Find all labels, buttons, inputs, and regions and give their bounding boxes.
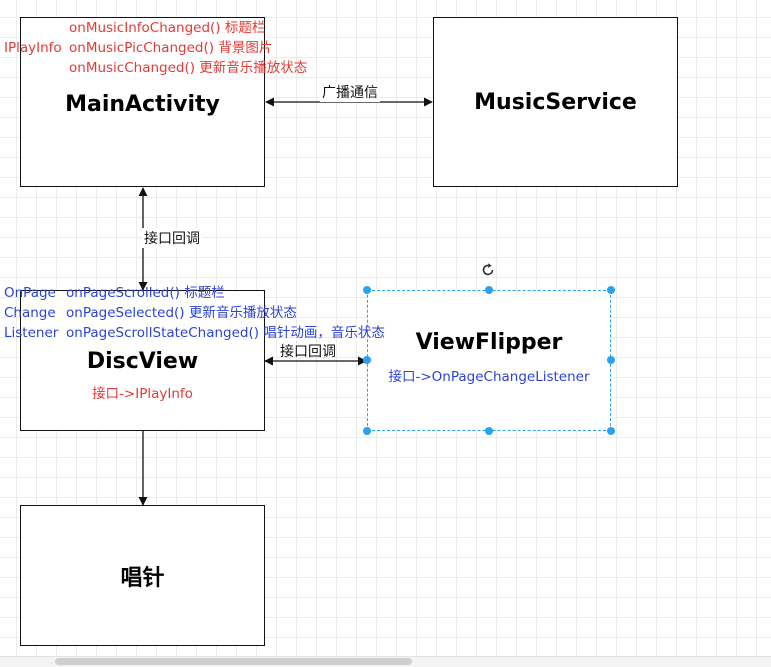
node-disc-view-subtitle: 接口->IPlayInfo	[92, 386, 193, 402]
note-onpagechange-prefix: Listener	[4, 325, 59, 341]
rotate-handle-icon[interactable]	[480, 262, 496, 278]
selection-handle-top-left[interactable]	[363, 286, 371, 294]
node-view-flipper[interactable]: ViewFlipper 接口->OnPageChangeListener	[367, 290, 611, 431]
selection-handle-bottom-right[interactable]	[607, 427, 615, 435]
note-iplayinfo-line: onMusicPicChanged() 背景图片	[69, 40, 273, 56]
selection-handle-top-right[interactable]	[607, 286, 615, 294]
node-disc-view[interactable]: DiscView 接口->IPlayInfo	[20, 290, 265, 431]
note-iplayinfo-line: onMusicInfoChanged() 标题栏	[69, 20, 266, 36]
edge-label-disc-flipper: 接口回调	[280, 344, 336, 360]
node-main-activity[interactable]: MainActivity	[20, 17, 265, 187]
note-onpagechange-line: onPageScrollStateChanged() 唱针动画，音乐状态	[66, 325, 385, 341]
note-onpagechange-prefix: Change	[4, 305, 56, 321]
note-onpagechange-prefix: OnPage	[4, 285, 56, 301]
note-iplayinfo-prefix: IPlayInfo	[4, 40, 62, 56]
node-music-service[interactable]: MusicService	[433, 17, 678, 187]
note-onpagechange-line: onPageScrolled() 标题栏	[66, 285, 225, 301]
node-needle[interactable]: 唱针	[20, 505, 265, 646]
selection-handle-middle-left[interactable]	[363, 356, 371, 364]
node-disc-view-title: DiscView	[86, 349, 199, 374]
note-iplayinfo-line: onMusicChanged() 更新音乐播放状态	[69, 60, 308, 76]
node-view-flipper-title: ViewFlipper	[415, 330, 563, 355]
selection-handle-bottom-middle[interactable]	[485, 427, 493, 435]
node-main-activity-title: MainActivity	[65, 91, 220, 117]
selection-handle-top-middle[interactable]	[485, 286, 493, 294]
edge-label-broadcast: 广播通信	[320, 82, 380, 102]
selection-handle-middle-right[interactable]	[607, 356, 615, 364]
node-view-flipper-subtitle: 接口->OnPageChangeListener	[388, 369, 590, 385]
node-music-service-title: MusicService	[474, 89, 637, 115]
horizontal-scrollbar-thumb[interactable]	[55, 658, 412, 665]
node-needle-title: 唱针	[120, 565, 165, 591]
note-onpagechange-line: onPageSelected() 更新音乐播放状态	[66, 305, 297, 321]
horizontal-scrollbar[interactable]	[0, 656, 771, 667]
selection-handle-bottom-left[interactable]	[363, 427, 371, 435]
edge-label-main-disc: 接口回调	[142, 228, 202, 248]
